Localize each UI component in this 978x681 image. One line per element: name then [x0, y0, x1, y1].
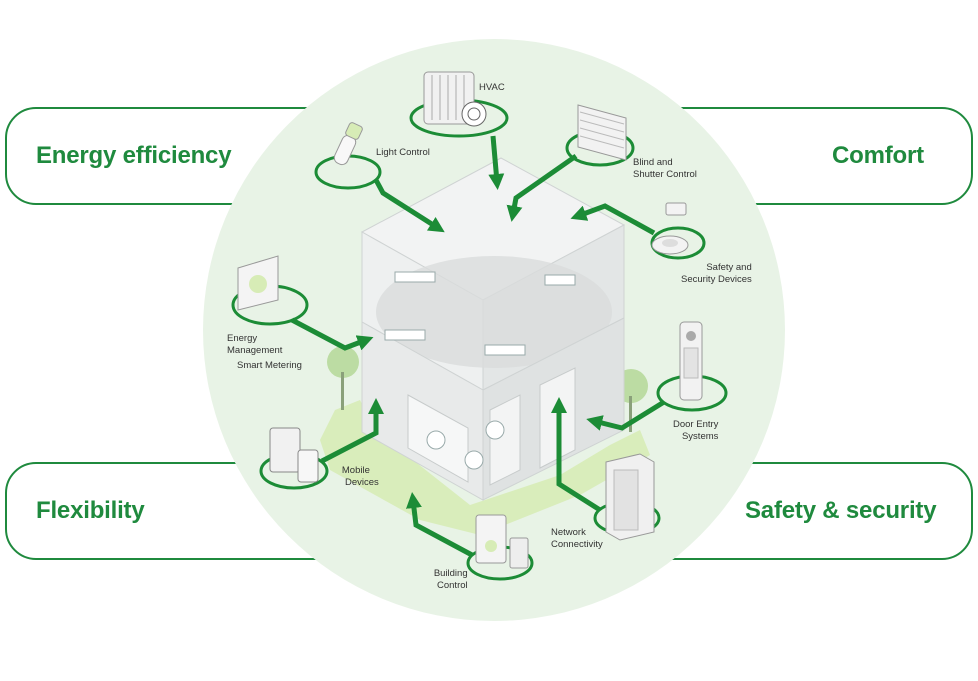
hvac-label-line1: HVAC [479, 82, 505, 93]
arrow-blind [506, 153, 578, 222]
building [360, 157, 626, 501]
arrow-energy-mgmt [290, 317, 374, 351]
control-panel-icon [475, 514, 529, 569]
arrow-safety-devices [570, 203, 656, 236]
energy-mgmt-label-line2: Management [227, 345, 283, 356]
safety-devices-label-line2: Security Devices [681, 274, 752, 285]
mobile-label-line1: Mobile [341, 465, 370, 476]
safety-devices-label-line1: Safety and [706, 262, 752, 273]
hvac-label: HVAC [479, 82, 505, 94]
radiator-icon [423, 71, 487, 127]
arrow-building-control [406, 492, 474, 558]
energy-mgmt-label-line1: Energy [227, 333, 258, 344]
energy-monitor-icon [237, 255, 279, 311]
safety-devices-label: Safety and Security Devices [681, 262, 752, 286]
arrow-mobile [320, 397, 385, 464]
arrow-hvac [488, 135, 505, 190]
door-entry-label-line1: Door Entry [673, 419, 719, 430]
energy-mgmt-label: Energy Management Smart Metering [227, 333, 302, 372]
security-camera-icon [651, 202, 689, 255]
light-control-label: Light Control [376, 147, 430, 159]
window-blind-icon [577, 104, 627, 161]
energy-mgmt-label-line3: Smart Metering [237, 360, 302, 371]
arrow-door-entry [586, 399, 666, 431]
mobile-label: Mobile Devices [333, 465, 379, 489]
tablet-phone-icon [269, 427, 319, 483]
ground-path [320, 400, 650, 535]
building-control-label: Building Control [419, 568, 468, 592]
flexibility-title: Flexibility [36, 497, 145, 524]
tree-left [327, 346, 359, 410]
mobile-label-line2: Devices [345, 477, 379, 488]
light-bulb-icon [333, 122, 363, 166]
blind-label-line2: Shutter Control [633, 169, 697, 180]
blind-label: Blind and Shutter Control [633, 157, 697, 181]
network-label-line2: Connectivity [551, 539, 603, 550]
arrow-network [550, 396, 602, 513]
network-cabinet-icon [605, 453, 655, 541]
blind-label-line1: Blind and [633, 157, 673, 168]
network-label-line1: Network [551, 527, 586, 538]
comfort-title: Comfort [832, 142, 924, 169]
network-label: Network Connectivity [551, 527, 603, 551]
building-control-label-line1: Building [433, 568, 468, 579]
building-control-label-line2: Control [437, 580, 468, 591]
energy-efficiency-title: Energy efficiency [36, 142, 232, 169]
safety-security-title: Safety & security [745, 497, 937, 524]
door-entry-label-line2: Systems [681, 431, 719, 442]
door-entry-label: Door Entry Systems [673, 419, 718, 443]
intercom-icon [679, 321, 703, 401]
arrow-light-control [373, 178, 445, 233]
light-control-label-line1: Light Control [376, 147, 430, 158]
